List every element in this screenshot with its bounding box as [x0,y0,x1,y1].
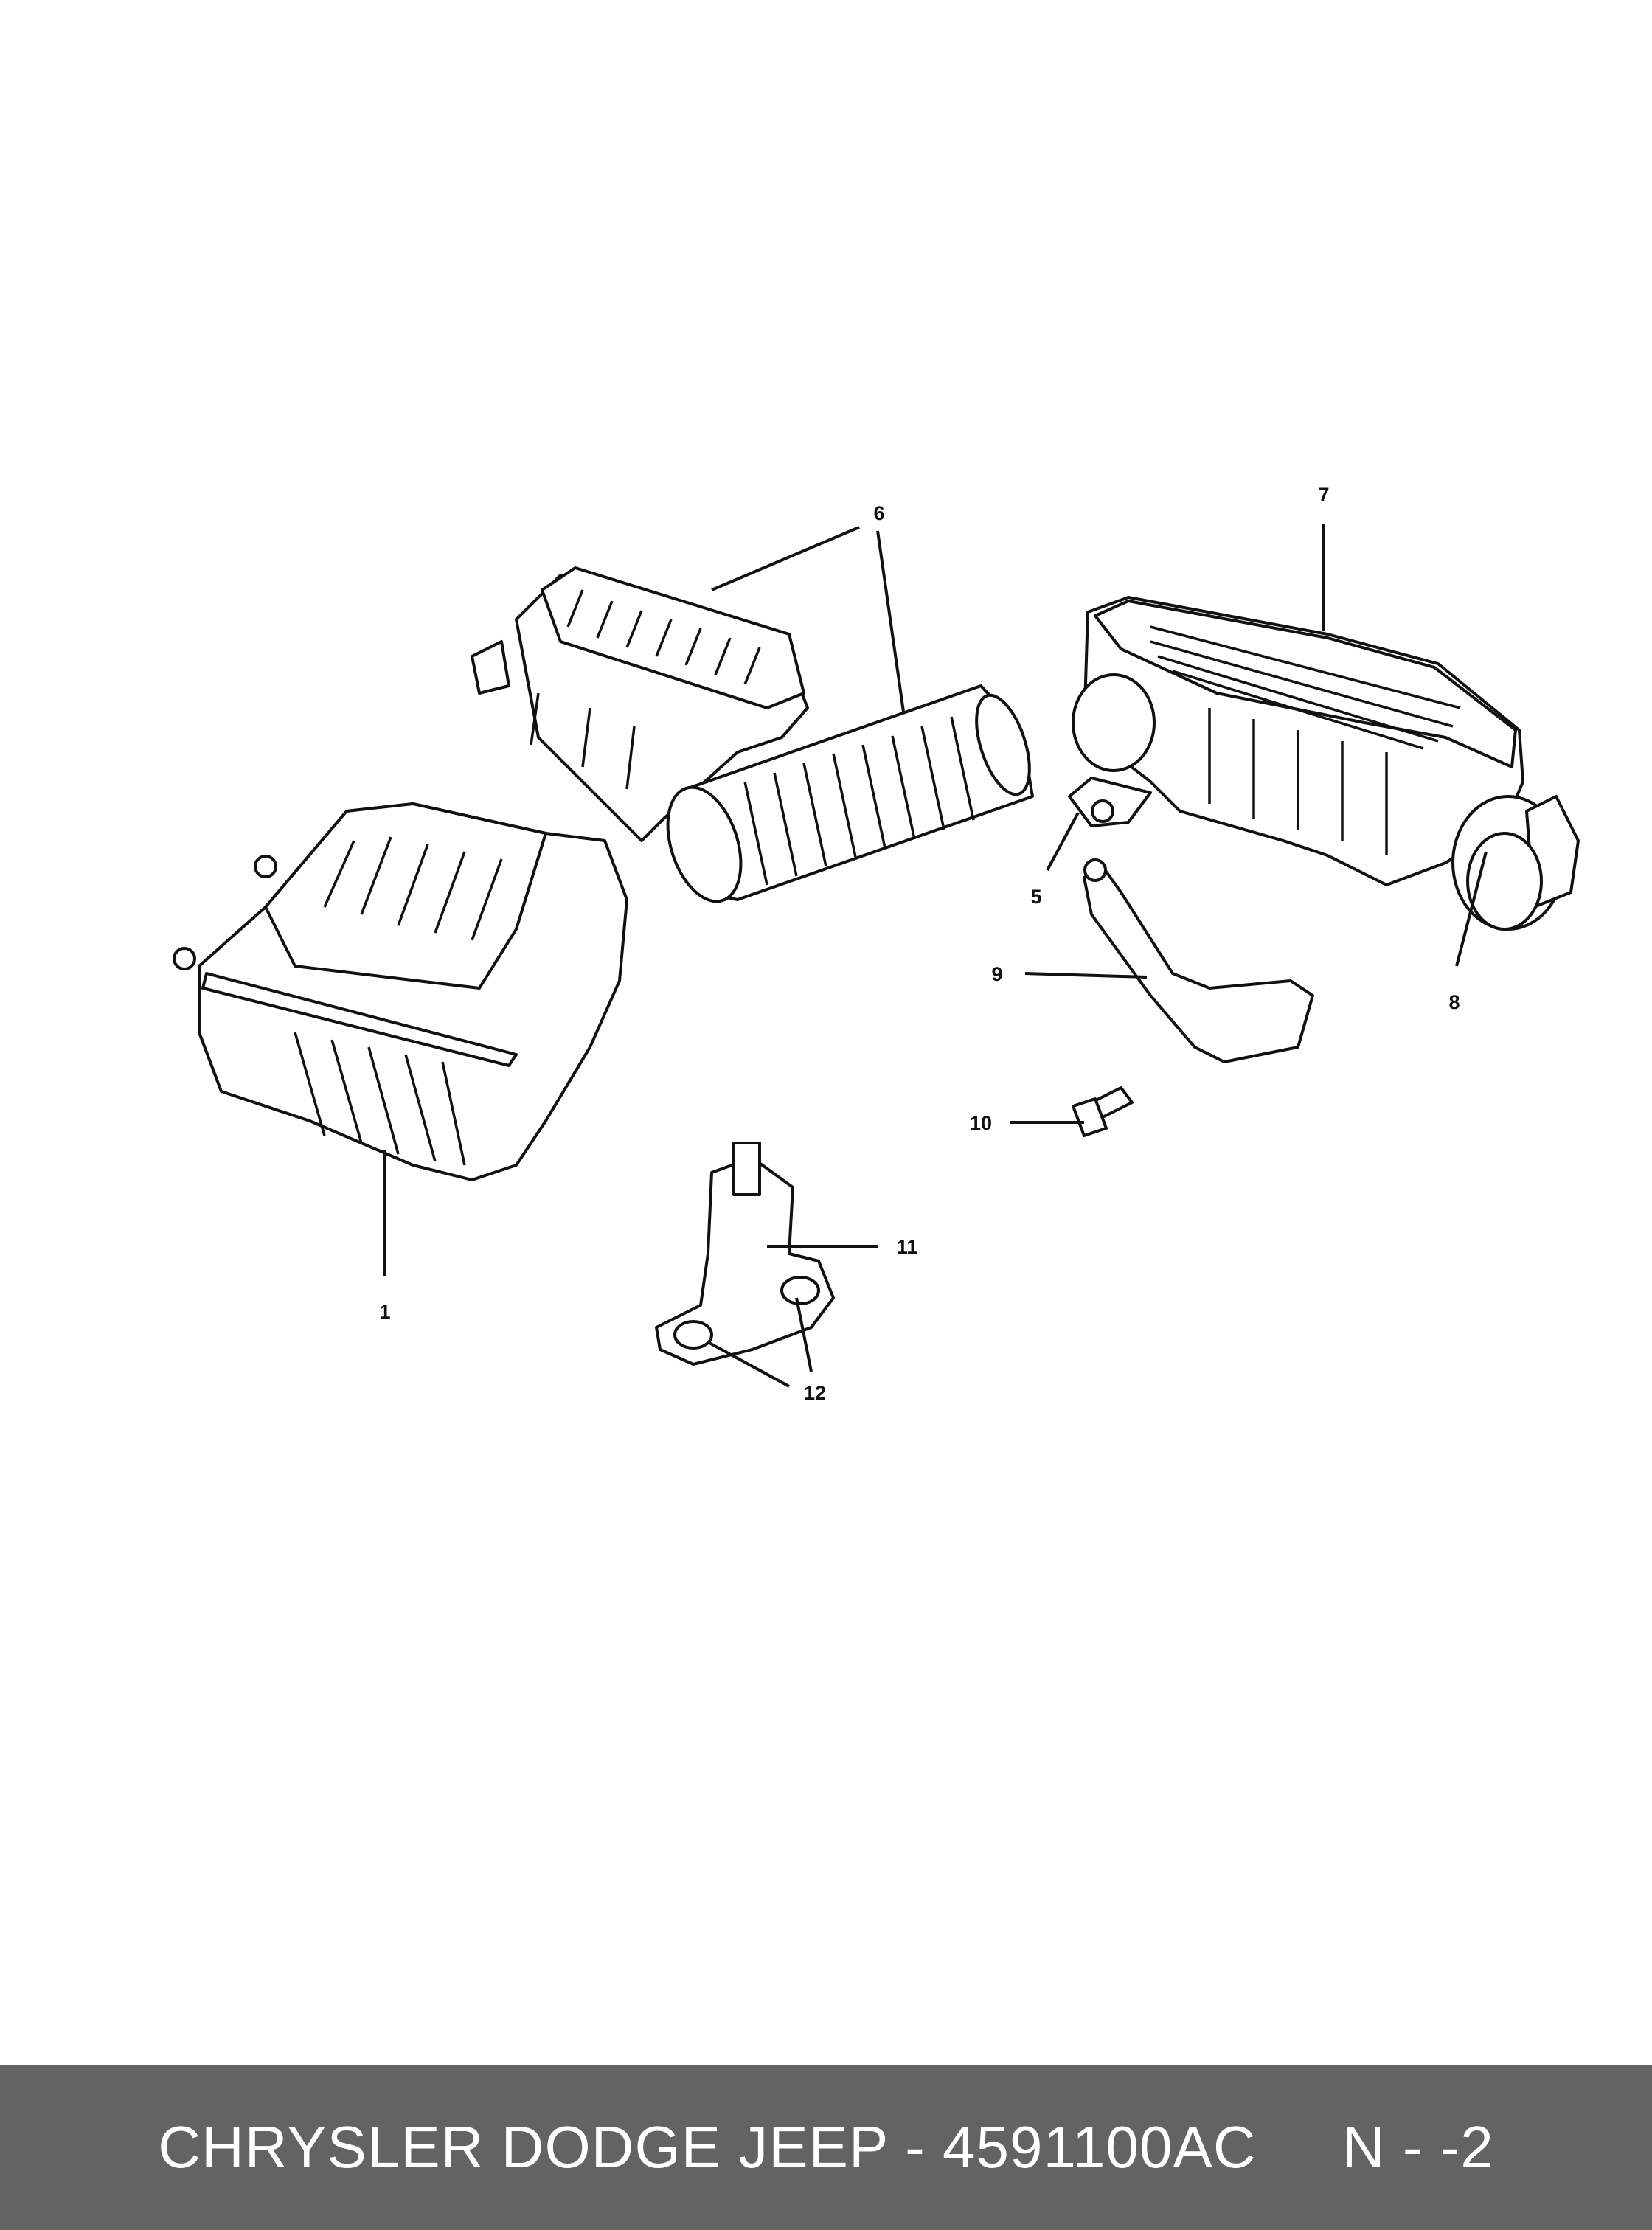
part-11-mount-bracket [655,1142,835,1366]
leader-9 [1024,972,1148,979]
part-7-air-resonator [1072,596,1524,886]
parts-diagram: 6 7 5 8 9 10 11 12 1 [173,484,1580,1404]
callout-9: 9 [991,963,1002,985]
callout-8: 8 [1448,991,1460,1013]
leader-6a [711,526,860,591]
leader-12b [795,1297,813,1372]
leader-5 [1046,812,1080,871]
part-10-bolt [1072,1086,1134,1137]
leader-6b [876,530,905,712]
part-1-air-cleaner-housing [173,802,628,1181]
leader-12a [707,1341,790,1388]
callout-5: 5 [1030,886,1041,908]
callout-12: 12 [804,1382,826,1404]
footer-part-number: CHRYSLER DODGE JEEP - 4591100AC N - -2 [158,2114,1494,2180]
callout-1: 1 [379,1301,390,1323]
callout-10: 10 [970,1112,992,1134]
part-6-housing-cover [471,566,809,842]
part-5-bracket [1068,777,1152,827]
part-6-air-duct [666,684,1034,903]
callout-7: 7 [1318,484,1329,506]
part-8-elbow [1451,795,1580,931]
leader-lines [384,524,1488,1388]
callout-11: 11 [897,1236,918,1258]
leader-8 [1455,851,1488,967]
callout-6: 6 [873,502,884,524]
part-9-support-bracket [1083,858,1314,1063]
footer-bar: CHRYSLER DODGE JEEP - 4591100AC N - -2 [0,2065,1652,2230]
